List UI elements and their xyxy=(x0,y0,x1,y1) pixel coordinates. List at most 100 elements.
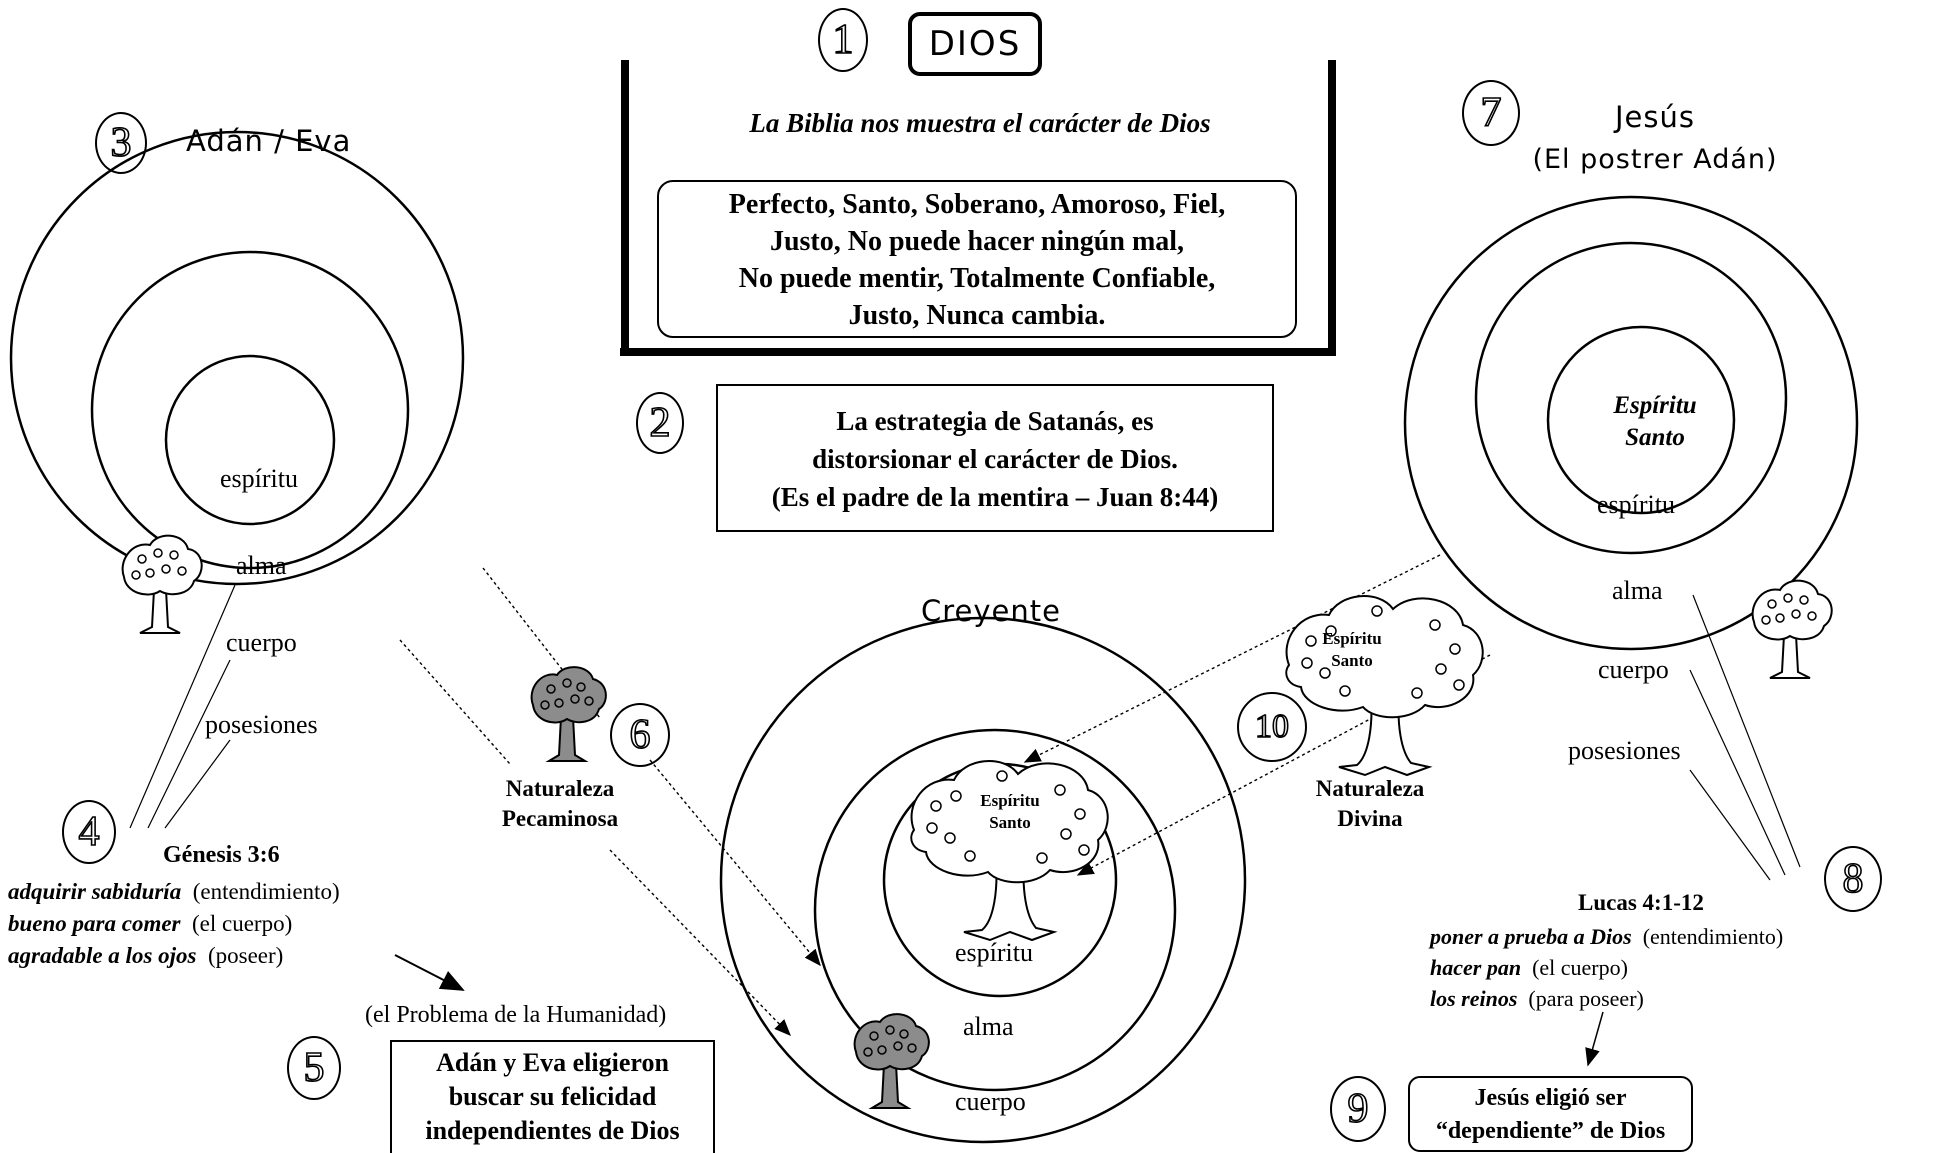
genesis-list: adquirir sabiduría (entendimiento) bueno… xyxy=(8,876,340,972)
genesis-pointer-lines xyxy=(129,584,236,829)
lucas-item-term: poner a prueba a Dios xyxy=(1430,924,1632,949)
arrow-to-problem xyxy=(394,954,465,991)
lucas-reference: Lucas 4:1-12 xyxy=(1578,890,1704,915)
creyente-soul-label: alma xyxy=(963,1012,1014,1041)
divine-nature-line: Naturaleza xyxy=(1315,776,1425,801)
lucas-pointer-lines xyxy=(1689,594,1801,881)
divine-tree-label: Espíritu Santo xyxy=(1307,628,1397,672)
adan-tree-icon xyxy=(121,534,203,634)
jesus-subtitle: (El postrer Adán) xyxy=(1532,144,1778,175)
problem-caption: (el Problema de la Humanidad) xyxy=(365,1002,667,1028)
believer-spirit-tree-icon xyxy=(910,760,1109,942)
jesus-inner-ring xyxy=(1546,325,1736,515)
genesis-item: agradable a los ojos (poseer) xyxy=(8,940,340,972)
satan-line: (Es el padre de la mentira – Juan 8:44) xyxy=(771,482,1219,512)
dios-attribute-line: Justo, No puede hacer ningún mal, xyxy=(769,226,1185,257)
sinful-tree-icon xyxy=(530,666,607,762)
genesis-item-note: (el cuerpo) xyxy=(192,911,293,936)
dios-title-box xyxy=(908,12,1042,76)
number-1-badge: 1 xyxy=(818,8,868,72)
number-2-badge: 2 xyxy=(636,392,684,454)
number-3-badge: 3 xyxy=(95,112,147,174)
jesus-title: Jesús xyxy=(1615,100,1695,134)
believer-sinful-tree-icon xyxy=(853,1013,930,1109)
jesus-choice-line: “dependiente” de Dios xyxy=(1435,1118,1666,1144)
creyente-rings xyxy=(719,616,1247,1144)
divine-nature-label: Naturaleza Divina xyxy=(1290,774,1450,834)
adan-outer-ring xyxy=(9,130,465,586)
satan-line: La estrategia de Satanás, es xyxy=(836,406,1154,436)
number-8-badge: 8 xyxy=(1824,846,1882,912)
jesus-tree-icon xyxy=(1751,579,1833,679)
lucas-item: poner a prueba a Dios (entendimiento) xyxy=(1430,921,1783,952)
jesus-outer-ring xyxy=(1403,195,1859,651)
problem-line: Adán y Eva eligieron xyxy=(436,1048,669,1077)
adan-body-label: cuerpo xyxy=(226,628,297,657)
number-9-badge: 9 xyxy=(1330,1076,1386,1142)
number-4-badge: 4 xyxy=(62,800,116,864)
sinful-nature-line: Naturaleza xyxy=(505,776,615,801)
problem-box: Adán y Eva eligieron buscar su felicidad… xyxy=(390,1040,715,1153)
adan-soul-label: alma xyxy=(236,551,287,580)
jesus-possessions-label: posesiones xyxy=(1568,736,1681,765)
problem-line: buscar su felicidad xyxy=(448,1082,657,1111)
divine-tree-label-line: Espíritu xyxy=(1322,629,1382,648)
adan-rings xyxy=(9,130,465,586)
dios-frame xyxy=(620,12,1336,356)
number-7-badge: 7 xyxy=(1462,80,1520,146)
lucas-item-term: hacer pan xyxy=(1430,955,1522,980)
genesis-item-note: (poseer) xyxy=(207,943,284,968)
genesis-item-term: adquirir sabiduría xyxy=(8,879,182,904)
genesis-item-term: bueno para comer xyxy=(8,911,181,936)
arrow-to-jesus-choice xyxy=(1585,1011,1604,1067)
divine-nature-arrows xyxy=(1023,554,1491,876)
adan-inner-ring xyxy=(164,354,336,526)
number-10-badge: 10 xyxy=(1237,692,1307,762)
jesus-spirit-label: espíritu xyxy=(1597,490,1675,519)
jesus-choice-line: Jesús eligió ser xyxy=(1474,1085,1627,1111)
dios-attribute-line: No puede mentir, Totalmente Confiable, xyxy=(738,263,1216,294)
genesis-item-note: (entendimiento) xyxy=(192,879,340,904)
satan-line: distorsionar el carácter de Dios. xyxy=(812,444,1178,474)
problem-line: independientes de Dios xyxy=(425,1116,680,1145)
dios-title: DIOS xyxy=(928,24,1022,64)
genesis-item: bueno para comer (el cuerpo) xyxy=(8,908,340,940)
creyente-body-label: cuerpo xyxy=(955,1087,1026,1116)
believer-tree-label-line: Espíritu xyxy=(980,791,1040,810)
creyente-title: Creyente xyxy=(921,594,1061,628)
jesus-choice-box: Jesús eligió ser “dependiente” de Dios xyxy=(1408,1076,1693,1152)
genesis-item-term: agradable a los ojos xyxy=(8,943,197,968)
lucas-item: los reinos (para poseer) xyxy=(1430,983,1783,1014)
divine-tree-icon xyxy=(1285,595,1484,777)
dios-subtitle: La Biblia nos muestra el carácter de Dio… xyxy=(749,108,1211,138)
lucas-list: poner a prueba a Dios (entendimiento) ha… xyxy=(1430,921,1783,1014)
genesis-item: adquirir sabiduría (entendimiento) xyxy=(8,876,340,908)
lucas-item-term: los reinos xyxy=(1430,986,1518,1011)
genesis-reference: Génesis 3:6 xyxy=(163,842,280,868)
jesus-body-label: cuerpo xyxy=(1598,655,1669,684)
jesus-soul-label: alma xyxy=(1612,576,1663,605)
jesus-middle-ring xyxy=(1474,241,1788,555)
adan-spirit-label: espíritu xyxy=(220,464,298,493)
creyente-middle-ring xyxy=(813,728,1177,1092)
dios-attribute-line: Perfecto, Santo, Soberano, Amoroso, Fiel… xyxy=(728,189,1226,220)
number-6-badge: 6 xyxy=(610,703,670,767)
sinful-nature-line: Pecaminosa xyxy=(501,806,619,831)
believer-tree-label-line: Santo xyxy=(989,813,1031,832)
adan-title: Adán / Eva xyxy=(186,124,352,158)
dios-attributes-box: Perfecto, Santo, Soberano, Amoroso, Fiel… xyxy=(657,180,1297,338)
lucas-item-note: (el cuerpo) xyxy=(1532,955,1628,980)
jesus-rings xyxy=(1403,195,1859,651)
dios-attribute-line: Justo, Nunca cambia. xyxy=(848,300,1106,331)
jesus-holy-spirit-line: Espíritu xyxy=(1613,392,1697,419)
jesus-holy-spirit-label: Espíritu Santo xyxy=(1595,390,1715,454)
creyente-outer-ring xyxy=(719,616,1247,1144)
believer-tree-label: Espíritu Santo xyxy=(960,790,1060,834)
satan-strategy-box: La estrategia de Satanás, es distorsiona… xyxy=(716,384,1274,532)
lucas-item-note: (para poseer) xyxy=(1528,986,1644,1011)
divine-tree-label-line: Santo xyxy=(1331,651,1373,670)
number-5-badge: 5 xyxy=(287,1036,341,1100)
creyente-spirit-label: espíritu xyxy=(955,938,1033,967)
